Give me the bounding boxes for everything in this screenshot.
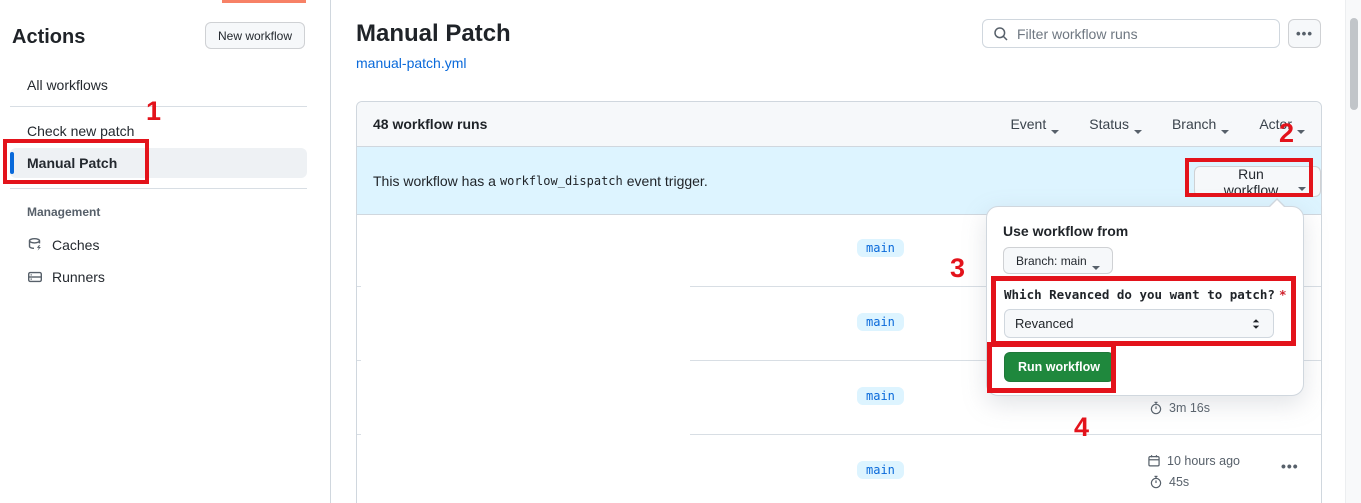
search-icon [993,26,1009,42]
workflow-run-row[interactable] [357,434,1321,503]
event-filter-dropdown[interactable]: Event [1010,116,1060,134]
run-workflow-submit-button[interactable]: Run workflow [1004,352,1114,382]
banner-text: event trigger. [626,172,708,189]
run-more-button[interactable]: ••• [1281,458,1299,474]
chevron-down-icon [1133,130,1142,138]
sidebar-item-check-new-patch[interactable]: Check new patch [10,116,307,146]
status-filter-dropdown[interactable]: Status [1089,116,1142,134]
branch-filter-dropdown[interactable]: Branch [1172,116,1230,134]
run-time: 10 hours ago [1147,454,1240,468]
sidebar-item-label: Manual Patch [27,155,118,171]
stopwatch-icon [1149,401,1163,415]
required-asterisk: * [1278,287,1287,302]
calendar-icon [1147,454,1161,468]
workflow-more-button[interactable]: ••• [1288,19,1321,48]
runs-header: 48 workflow runs Event Status Branch Act… [357,102,1321,147]
workflow-run-row[interactable] [357,286,1321,360]
run-duration: 45s [1149,475,1189,489]
chevron-down-icon [1091,265,1100,274]
scrollbar [1345,0,1361,503]
sidebar-item-label: Caches [52,237,100,253]
chevron-down-icon [1221,130,1230,138]
actor-filter-dropdown[interactable]: Actor [1259,116,1305,134]
redacted-run-names [361,215,690,502]
tab-accent-bar [222,0,306,3]
run-workflow-dropdown-button[interactable]: Run workflow [1194,166,1321,198]
workflow-dispatch-banner: This workflow has a workflow_dispatch ev… [357,147,1321,215]
filter-workflow-runs-box [982,19,1280,48]
stopwatch-icon [1149,475,1163,489]
sidebar-title: Actions [12,26,86,48]
select-value: Revanced [1015,316,1074,331]
cache-icon [27,237,43,253]
sidebar-item-all-workflows[interactable]: All workflows [10,70,307,100]
server-icon [27,269,43,285]
selected-item-accent [10,152,14,174]
runs-count: 48 workflow runs [373,116,488,132]
banner-text: This workflow has a [373,172,496,189]
workflow-file-link[interactable]: manual-patch.yml [356,55,467,71]
scrollbar-thumb[interactable] [1350,18,1358,110]
branch-badge[interactable]: main [857,387,904,405]
annotation-number-2: 2 [1279,118,1295,148]
filter-workflow-runs-input[interactable] [1017,25,1269,42]
workflow-run-row[interactable] [357,360,1321,434]
page-title: Manual Patch [356,20,511,47]
chevron-down-icon [1051,130,1060,138]
revanced-select[interactable]: Revanced [1004,309,1274,338]
sidebar-item-runners[interactable]: Runners [10,262,307,292]
chevron-down-icon [1297,130,1305,138]
use-workflow-from-label: Use workflow from [1003,223,1129,239]
run-duration: 3m 16s [1149,401,1210,415]
sidebar-divider [10,106,307,107]
sidebar-border [330,0,331,503]
banner-code: workflow_dispatch [499,173,623,188]
up-down-arrows-icon [1249,317,1263,331]
sidebar-item-caches[interactable]: Caches [10,230,307,260]
sidebar-item-manual-patch[interactable]: Manual Patch [10,148,307,178]
annotation-number-3: 3 [950,253,966,283]
annotation-number-1: 1 [146,96,162,126]
sidebar-item-label: All workflows [27,77,108,93]
annotation-number-4: 4 [1074,412,1090,442]
branch-badge[interactable]: main [857,239,904,257]
sidebar-divider [10,188,307,189]
chevron-down-icon [1298,186,1306,195]
branch-badge[interactable]: main [857,313,904,331]
runs-filters: Event Status Branch Actor [1010,116,1305,134]
branch-select-button[interactable]: Branch: main [1003,247,1113,274]
sidebar-item-label: Runners [52,269,105,285]
dropdown-caret [1269,192,1285,208]
workflow-input-label: Which Revanced do you want to patch?* [1004,287,1287,302]
management-section-label: Management [27,205,101,219]
new-workflow-button[interactable]: New workflow [205,22,305,49]
sidebar-item-label: Check new patch [27,123,135,139]
branch-badge[interactable]: main [857,461,904,479]
run-workflow-dropdown-panel: Use workflow from Branch: main Which Rev… [986,198,1304,396]
